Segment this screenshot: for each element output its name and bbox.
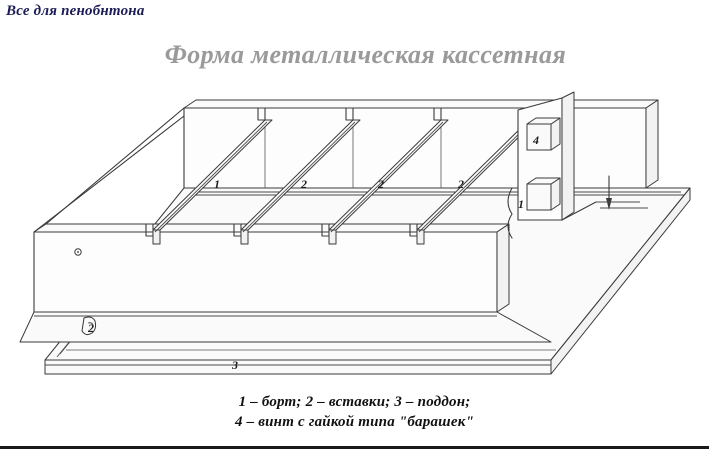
figure-caption: 1 – борт; 2 – вставки; 3 – поддон; 4 – в…: [0, 392, 709, 432]
callout-wing-screw: 4: [532, 133, 539, 147]
callout-left-board: 1: [214, 177, 220, 191]
wing-screw-lower: [526, 177, 561, 211]
svg-text:2: 2: [87, 321, 94, 335]
insert-divider-3: [328, 119, 449, 245]
pin-detail: [596, 175, 648, 210]
wing-screw-upper: [526, 117, 561, 151]
pallet-clamp: 2: [81, 316, 97, 336]
insert-dividers-group: [152, 119, 537, 245]
mold-isometric-drawing: .ln{fill:none;stroke:#3a3a3a;stroke-widt…: [0, 80, 709, 385]
callout-insert-2: 2: [377, 177, 384, 191]
callout-right-board: 1: [518, 197, 524, 211]
callout-insert-1: 2: [300, 177, 307, 191]
callout-numbers: 1 2 2 2 1 4 3: [214, 133, 539, 372]
insert-divider-1: [152, 119, 273, 245]
caption-line-2: 4 – винт с гайкой типа "барашек": [234, 414, 475, 430]
front-board-group: [19, 223, 552, 343]
callout-pallet: 3: [231, 358, 238, 372]
page-title-text: Форма металлическая кассетная: [164, 40, 567, 69]
right-end-wall-group: [507, 91, 648, 239]
left-end-wall: [33, 107, 185, 233]
page-title: Форма металлическая кассетная: [0, 40, 709, 70]
site-label: Все для пенобнтона: [6, 3, 145, 19]
caption-line-1: 1 – борт; 2 – вставки; 3 – поддон;: [238, 394, 471, 410]
insert-divider-2: [240, 119, 361, 245]
callout-insert-3: 2: [457, 177, 464, 191]
